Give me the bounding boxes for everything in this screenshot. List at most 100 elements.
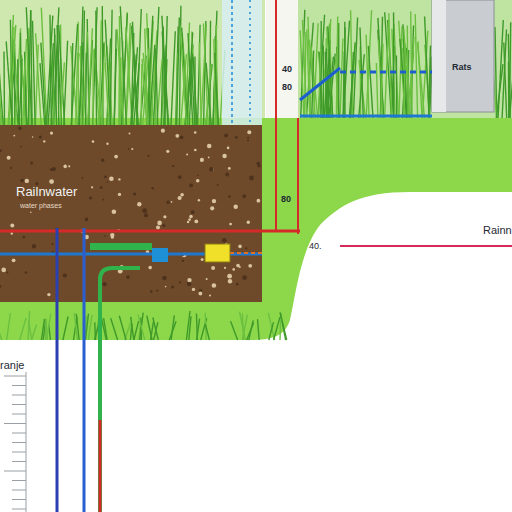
grass-blade <box>418 43 425 118</box>
soil-grain <box>30 211 32 213</box>
soil-grain <box>227 274 232 279</box>
grass-blade <box>33 21 36 125</box>
grass-blade <box>83 32 87 125</box>
soil-grain <box>162 276 167 281</box>
soil-grain <box>32 244 36 248</box>
soil-grain <box>207 144 212 149</box>
grass-blade <box>186 311 190 340</box>
soil-grain <box>12 258 16 262</box>
soil-grain <box>212 283 217 288</box>
soil-grain <box>235 136 238 139</box>
grass-blade <box>385 19 389 118</box>
grass-blade <box>242 313 243 340</box>
grass-blade <box>111 318 118 340</box>
grass-blade <box>407 26 409 118</box>
soil-grain <box>217 184 219 186</box>
grass-blade <box>120 6 126 125</box>
soil-grain <box>166 201 169 204</box>
soil-grain <box>187 278 191 282</box>
soil-grain <box>236 264 240 268</box>
soil-grain <box>32 136 34 138</box>
tank-highlight <box>432 0 446 112</box>
grass-blade <box>194 57 195 126</box>
grass-blade <box>385 12 392 118</box>
callout-label: ranje <box>0 360 24 371</box>
water-stream <box>222 0 262 125</box>
soil-grain <box>102 199 104 201</box>
grass-blade <box>137 9 142 125</box>
soil-grain <box>189 184 193 188</box>
soil-grain <box>245 247 247 249</box>
soil-grain <box>247 137 249 139</box>
callout-label: Rainn <box>483 225 512 236</box>
grass-blade <box>21 33 22 125</box>
soil-grain <box>222 154 226 158</box>
ruler-tick <box>12 385 26 386</box>
soil-grain <box>126 275 130 279</box>
grass-blade <box>132 47 138 125</box>
ruler-tick <box>12 509 26 510</box>
grass-blade <box>180 25 187 125</box>
grass-blade <box>349 42 355 118</box>
soil-grain <box>128 148 130 150</box>
grass-blade <box>411 12 412 118</box>
soil-grain <box>247 130 251 134</box>
grass-blade <box>396 56 398 119</box>
grass-blade <box>29 320 32 340</box>
soil-grain <box>106 143 108 145</box>
grass-blade <box>134 321 139 340</box>
soil-grain <box>209 295 211 297</box>
grass-blade <box>95 10 97 125</box>
grass-blade <box>380 17 382 118</box>
soil-grain <box>50 132 53 135</box>
grass-blade <box>138 314 145 340</box>
soil-grain <box>224 267 226 269</box>
blue-pipe <box>300 68 340 100</box>
part-name: Railnwater <box>16 185 77 198</box>
soil-grain <box>225 173 229 177</box>
grass-blade <box>187 32 193 125</box>
filter-unit <box>205 244 230 262</box>
soil-grain <box>63 165 67 169</box>
grass-blade <box>177 18 180 126</box>
grass-blade <box>197 319 200 340</box>
soil-grain <box>22 236 25 239</box>
grass-blade <box>404 44 405 118</box>
grass-blade <box>93 7 98 125</box>
soil-grain <box>104 175 107 178</box>
soil-grain <box>114 155 118 159</box>
grass-blade <box>498 20 503 118</box>
grass-blade <box>76 314 79 340</box>
soil-grain <box>131 148 133 150</box>
soil-grain <box>162 224 165 227</box>
ruler-tick <box>4 471 26 472</box>
ruler-tick <box>12 480 26 481</box>
soil-grains <box>0 127 261 297</box>
grass-blade <box>77 22 79 125</box>
soil-grain <box>212 199 216 203</box>
grass-blade <box>131 317 134 340</box>
soil-grain <box>6 272 8 274</box>
soil-grain <box>1 268 6 273</box>
soil-grain <box>20 146 22 148</box>
soil-grain <box>25 179 29 183</box>
callout-label: water phases <box>20 202 62 209</box>
soil-grain <box>148 266 152 270</box>
grass-blade <box>88 28 93 125</box>
soil-grain <box>129 133 131 135</box>
grass-blade <box>72 43 73 125</box>
soil-grain <box>208 157 210 159</box>
grass-blade <box>86 53 87 125</box>
water-tank <box>432 0 494 112</box>
soil-block <box>0 125 262 302</box>
ruler-tick <box>12 442 26 443</box>
grass-blade <box>0 21 1 125</box>
soil-grain <box>103 282 107 286</box>
soil-grain <box>85 218 89 222</box>
soil-grain <box>247 139 249 141</box>
grass-blade <box>79 42 83 125</box>
grass-blade <box>188 33 193 125</box>
grass-blade <box>201 24 207 125</box>
